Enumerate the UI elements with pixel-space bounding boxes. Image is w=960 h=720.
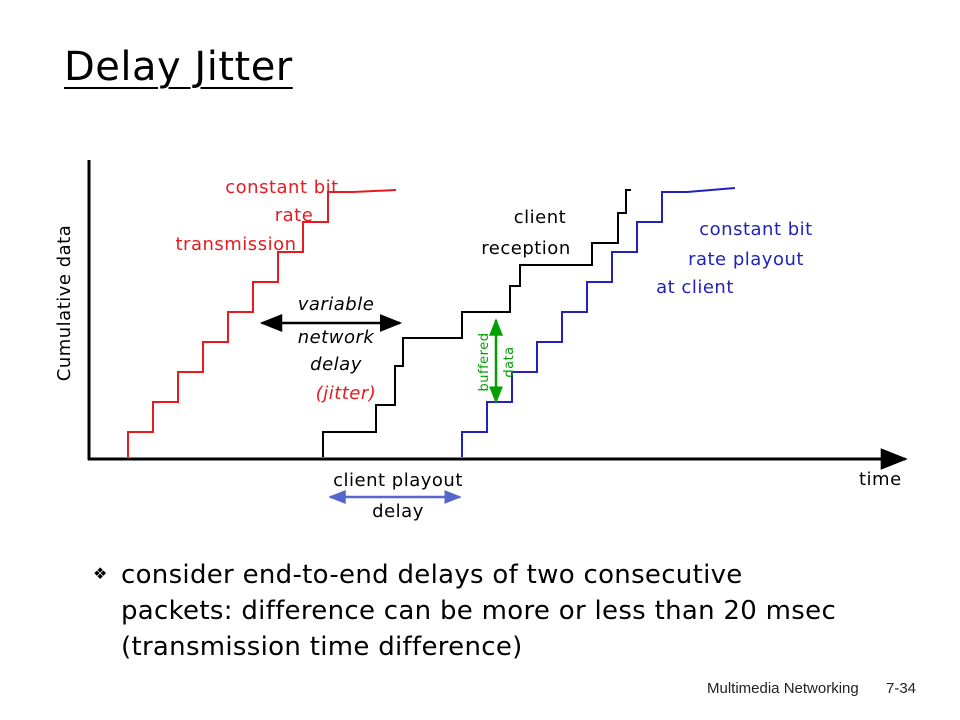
diamond-bullet-icon: ❖ bbox=[93, 564, 108, 583]
y-axis-label: Cumulative data bbox=[54, 225, 75, 382]
network-delay-label-line-1: variable bbox=[298, 294, 375, 315]
buffered-data-label-line-2: data bbox=[502, 346, 517, 377]
reception-staircase bbox=[322, 189, 631, 457]
network-delay-label-line-3: delay bbox=[310, 354, 362, 375]
transmission-label-line-3: transmission bbox=[176, 234, 297, 255]
client-playout-delay-label: client playout delay bbox=[333, 470, 463, 522]
client-playout-delay-label-line-2: delay bbox=[372, 501, 424, 522]
playout-label-line-2: rate playout bbox=[688, 249, 804, 270]
transmission-label: constant bit rate transmission bbox=[176, 177, 339, 255]
footer-page-number: 7-34 bbox=[886, 680, 917, 697]
reception-label: client reception bbox=[481, 207, 570, 259]
reception-label-line-2: reception bbox=[481, 238, 570, 259]
footer-source: Multimedia Networking bbox=[707, 680, 859, 697]
reception-label-line-1: client bbox=[514, 207, 566, 228]
network-delay-label-line-4: (jitter) bbox=[316, 383, 377, 404]
network-delay-label: variable network delay (jitter) bbox=[298, 294, 377, 404]
buffered-data-label-line-1: buffered bbox=[477, 333, 492, 392]
bullet-list: ❖ consider end-to-end delays of two cons… bbox=[93, 557, 853, 665]
network-delay-label-line-2: network bbox=[298, 327, 376, 348]
bullet-text: consider end-to-end delays of two consec… bbox=[121, 560, 837, 662]
playout-label: constant bit rate playout at client bbox=[656, 219, 812, 298]
x-axis-label: time bbox=[859, 469, 902, 490]
client-playout-delay-label-line-1: client playout bbox=[333, 470, 463, 491]
playout-staircase bbox=[461, 187, 736, 457]
playout-label-line-3: at client bbox=[656, 277, 734, 298]
transmission-label-line-2: rate bbox=[275, 205, 314, 226]
transmission-staircase bbox=[127, 189, 397, 457]
playout-label-line-1: constant bit bbox=[699, 219, 812, 240]
slide-title: Delay Jitter bbox=[64, 44, 293, 90]
transmission-label-line-1: constant bit bbox=[225, 177, 338, 198]
buffered-data-label: buffered data bbox=[477, 333, 517, 392]
